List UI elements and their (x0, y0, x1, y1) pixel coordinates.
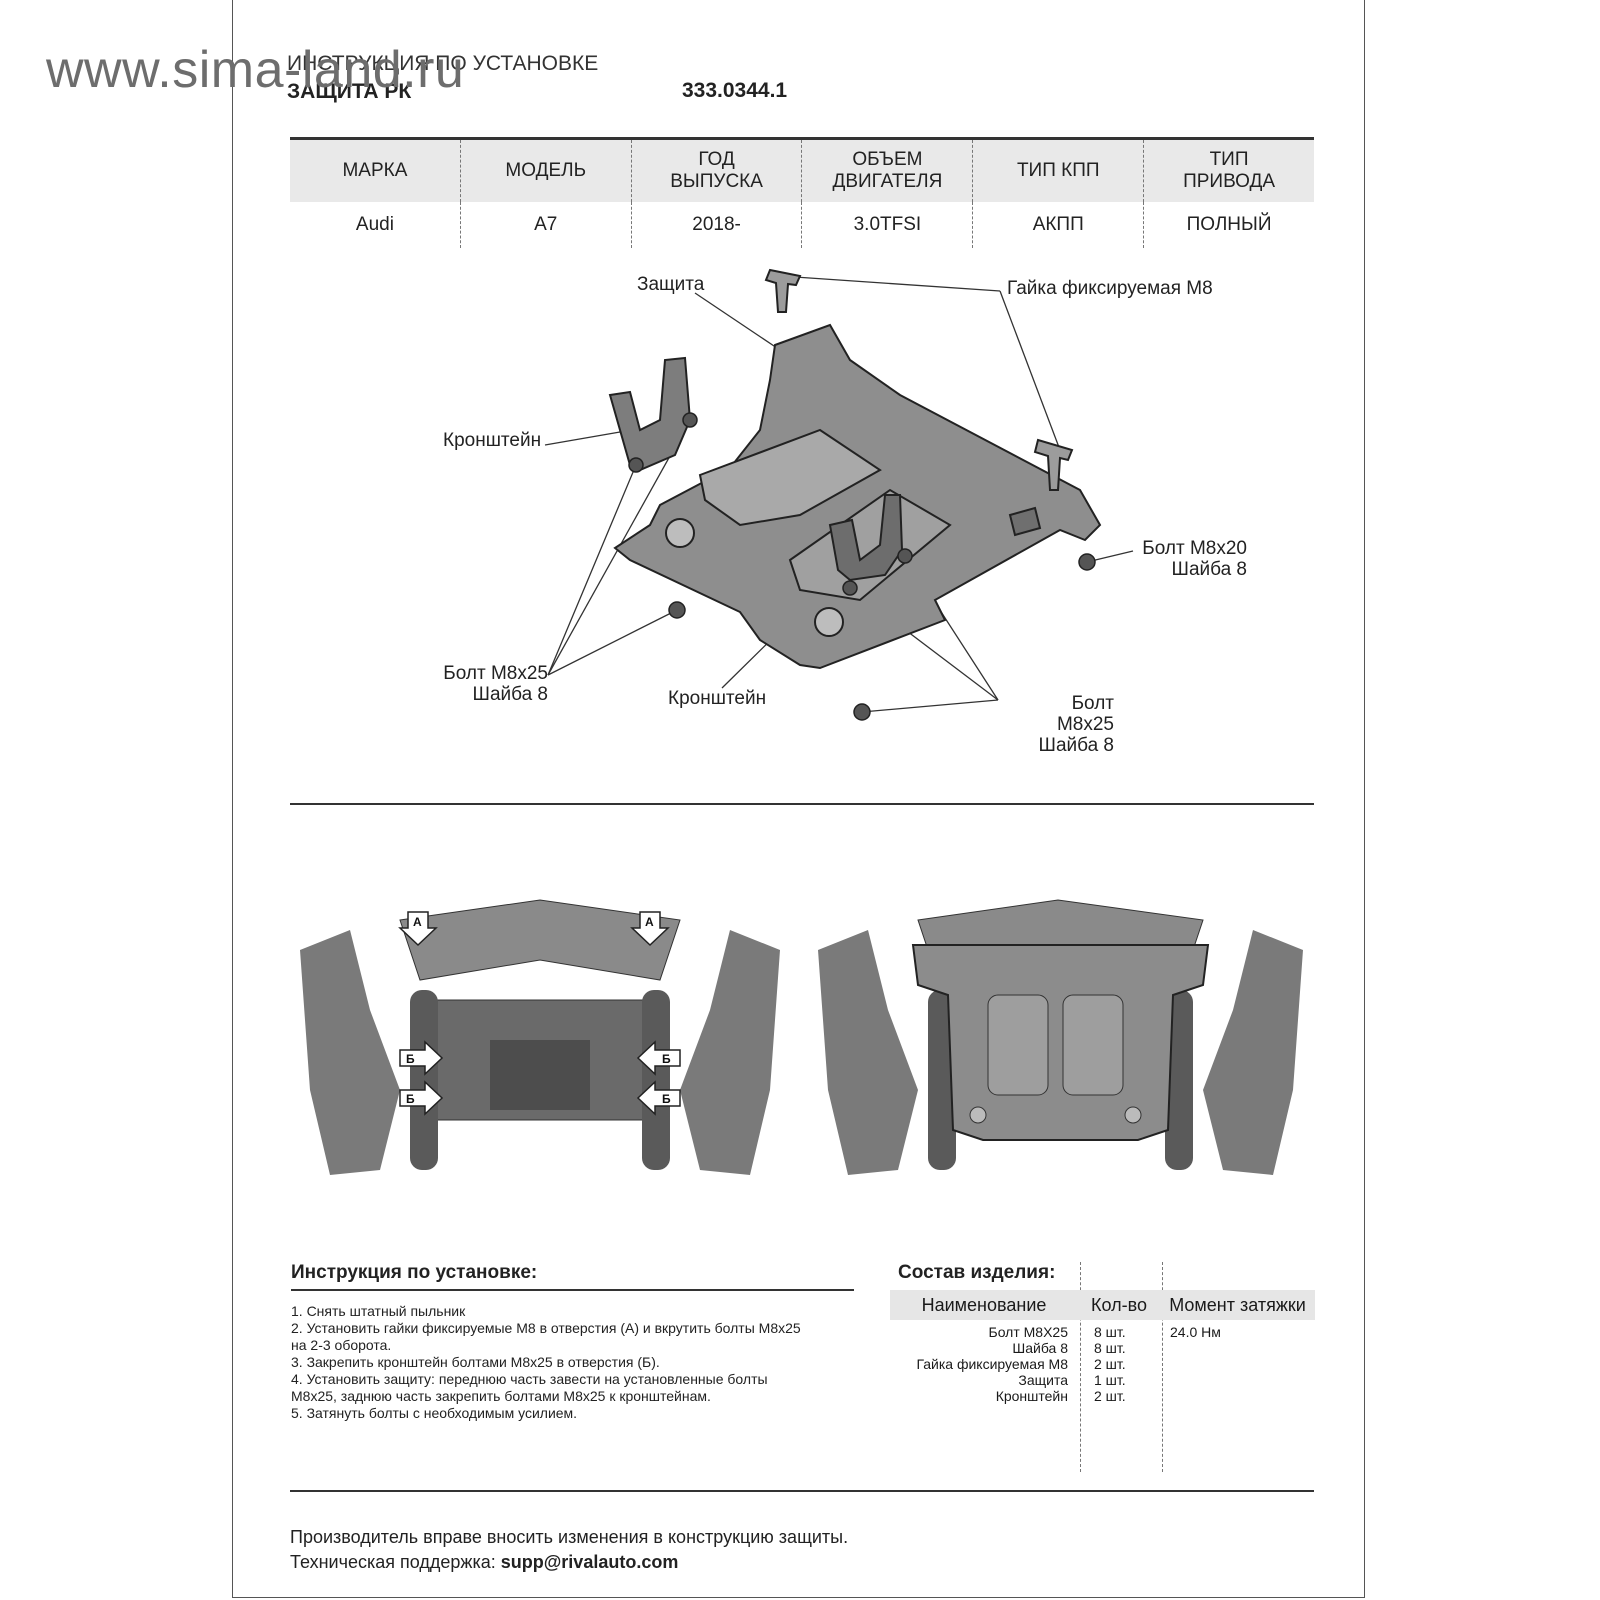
composition-header-cell: Момент затяжки (1169, 1294, 1306, 1315)
composition-row: Гайка фиксируемая М8 2 шт. (890, 1356, 1315, 1372)
spec-value-cell: ПОЛНЫЙ (1186, 214, 1272, 235)
composition-header-cell: Кол-во (1091, 1294, 1147, 1315)
marker-a-right: А (645, 915, 654, 929)
composition-name: Гайка фиксируемая М8 (916, 1356, 1068, 1372)
instruction-step: 3. Закрепить кронштейн болтами М8х25 в о… (291, 1354, 660, 1370)
marker-b: Б (406, 1092, 415, 1106)
composition-qty: 8 шт. (1094, 1340, 1126, 1356)
spec-header-cell: МОДЕЛЬ (461, 140, 632, 202)
instruction-step: на 2-3 оборота. (291, 1337, 392, 1353)
bracket-center (828, 494, 904, 582)
instruction-step: 4. Установить защиту: переднюю часть зав… (291, 1371, 768, 1387)
composition-header-row: Наименование Кол-во Момент затяжки (890, 1290, 1315, 1320)
composition-qty: 2 шт. (1094, 1356, 1126, 1372)
header-divider (290, 137, 1314, 140)
instruction-sheet (232, 0, 1365, 1598)
spec-value-cell: АКПП (973, 202, 1145, 248)
spec-value-cell: 3.0TFSI (802, 202, 974, 248)
support-label: Техническая поддержка: (290, 1552, 496, 1572)
underside-after-photo (808, 890, 1313, 1180)
spec-value-cell: 2018- (632, 202, 803, 248)
support-line: Техническая поддержка: supp@rivalauto.co… (290, 1552, 678, 1573)
composition-qty: 2 шт. (1094, 1388, 1126, 1404)
footer-divider (290, 1490, 1314, 1492)
composition-divider (1162, 1262, 1163, 1472)
composition-name: Кронштейн (995, 1388, 1068, 1404)
marker-a-left: А (413, 915, 422, 929)
spec-header-cell: ОБЪЕМ ДВИГАТЕЛЯ (802, 140, 974, 202)
exploded-diagram (544, 268, 1134, 721)
instructions-title: Инструкция по установке: (291, 1262, 538, 1283)
label-bracket-center: Кронштейн (668, 688, 767, 709)
composition-table: Наименование Кол-во Момент затяжки Болт … (890, 1290, 1315, 1404)
watermark: www.sima-land.ru (46, 41, 465, 99)
composition-torque: 24.0 Нм (1170, 1324, 1221, 1340)
support-email-link[interactable]: supp@rivalauto.com (500, 1552, 679, 1572)
composition-name: Шайба 8 (1012, 1340, 1068, 1356)
composition-row: Кронштейн 2 шт. (890, 1388, 1315, 1404)
installed-shield (911, 944, 1210, 1141)
spec-value-cell: A7 (461, 202, 632, 248)
shield-plate (613, 323, 1102, 670)
composition-torque (1160, 1340, 1315, 1356)
composition-divider (1080, 1262, 1081, 1472)
composition-row: Защита 1 шт. (890, 1372, 1315, 1388)
spec-header-row: МАРКА МОДЕЛЬ ГОД ВЫПУСКА ОБЪЕМ ДВИГАТЕЛЯ… (290, 140, 1314, 202)
composition-row: Болт М8Х25 8 шт. 24.0 Нм (890, 1324, 1315, 1340)
composition-name: Защита (1018, 1372, 1068, 1388)
label-fixing-nut: Гайка фиксируемая М8 (1007, 278, 1213, 299)
spec-header-cell: ТИП ПРИВОДА (1183, 149, 1276, 192)
composition-row: Шайба 8 8 шт. (890, 1340, 1315, 1356)
disclaimer-text: Производитель вправе вносить изменения в… (290, 1527, 849, 1547)
instruction-step: М8х25, заднюю часть закрепить болтами М8… (291, 1388, 711, 1404)
doc-subtitle: ЗАЩИТА РК (287, 80, 412, 103)
composition-header-cell: Наименование (921, 1294, 1047, 1315)
composition-title: Состав изделия: (898, 1262, 1056, 1283)
composition-torque (1160, 1388, 1315, 1404)
composition-name: Болт М8Х25 (988, 1324, 1069, 1340)
label-bolt-m8x20: Болт М8х20 Шайба 8 (1142, 538, 1247, 580)
label-bolt-m8x25-right: Болт М8х25 Шайба 8 (1038, 693, 1114, 756)
instructions-list: 1. Снять штатный пыльник 2. Установить г… (291, 1303, 851, 1422)
instruction-step: 2. Установить гайки фиксируемые М8 в отв… (291, 1320, 801, 1336)
composition-torque (1160, 1372, 1315, 1388)
spec-header-cell: ТИП КПП (973, 140, 1145, 202)
spec-header-cell: МАРКА (290, 140, 461, 202)
bracket-left (608, 356, 692, 472)
label-shield: Защита (637, 274, 705, 295)
spec-value-row: Audi A7 2018- 3.0TFSI АКПП ПОЛНЫЙ (290, 202, 1314, 248)
composition-qty: 1 шт. (1094, 1372, 1126, 1388)
part-code: 333.0344.1 (682, 79, 788, 102)
vehicle-spec-table: МАРКА МОДЕЛЬ ГОД ВЫПУСКА ОБЪЕМ ДВИГАТЕЛЯ… (290, 140, 1314, 248)
fixing-nuts (764, 268, 1074, 491)
underside-before-photo: А А Б Б Б Б (290, 890, 790, 1180)
spec-header-cell: ГОД ВЫПУСКА (632, 140, 803, 202)
instructions-rule (291, 1289, 854, 1291)
marker-b: Б (662, 1052, 671, 1066)
marker-b: Б (662, 1092, 671, 1106)
bolts (628, 412, 1096, 721)
label-bolt-m8x25-left: Болт М8х25 Шайба 8 (443, 663, 548, 705)
composition-qty: 8 шт. (1094, 1324, 1126, 1340)
marker-b: Б (406, 1052, 415, 1066)
label-bracket-left: Кронштейн (443, 430, 542, 451)
section-divider (290, 803, 1314, 805)
composition-torque (1160, 1356, 1315, 1372)
spec-value-cell: Audi (290, 202, 461, 248)
instruction-step: 1. Снять штатный пыльник (291, 1303, 466, 1319)
doc-title: ИНСТРУКЦИЯ ПО УСТАНОВКЕ (287, 52, 599, 75)
instruction-step: 5. Затянуть болты с необходимым усилием. (291, 1405, 578, 1421)
